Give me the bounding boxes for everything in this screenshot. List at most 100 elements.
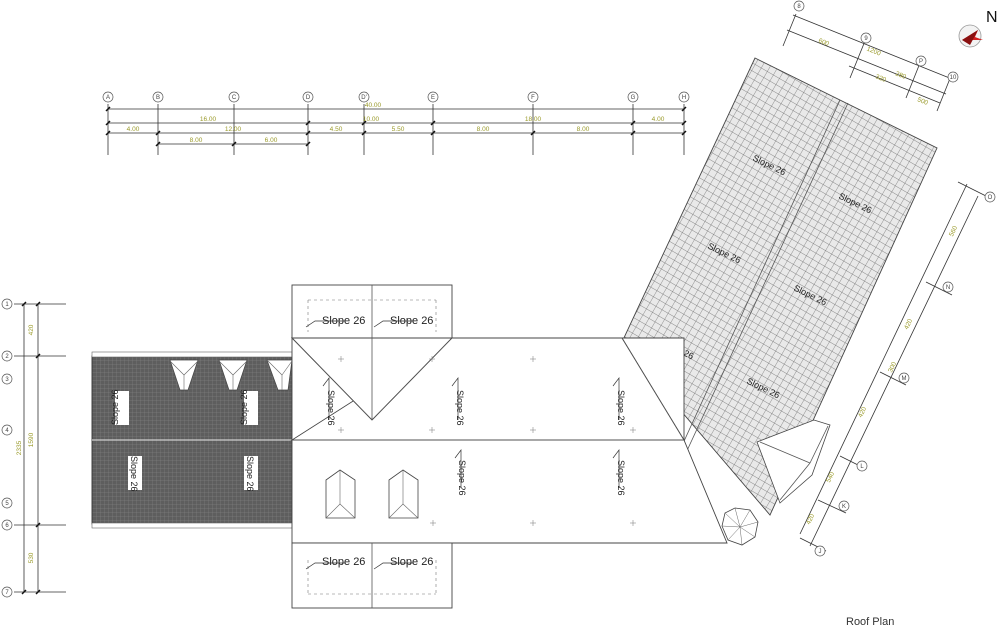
north-arrow-icon: N bbox=[958, 9, 998, 48]
svg-text:K: K bbox=[842, 504, 846, 510]
gridline-1-bubble: 1 bbox=[1, 298, 13, 310]
dim-value: 560 bbox=[948, 225, 959, 238]
gridline-5-bubble: 5 bbox=[1, 497, 13, 509]
dim-value: 8.00 bbox=[477, 126, 490, 133]
svg-text:E: E bbox=[431, 95, 435, 101]
dim-value: 540 bbox=[825, 471, 836, 484]
svg-text:D: D bbox=[306, 95, 311, 101]
slope-label: Slope 26 bbox=[245, 456, 255, 492]
svg-text:M: M bbox=[902, 376, 907, 382]
gridline-k-bubble: K bbox=[838, 500, 850, 512]
svg-text:B: B bbox=[156, 95, 160, 101]
gridline-4-bubble: 4 bbox=[1, 424, 13, 436]
dim-value: 6.00 bbox=[265, 137, 278, 144]
svg-text:C: C bbox=[232, 95, 237, 101]
slope-label: Slope 26 bbox=[239, 389, 249, 425]
dim-value: 420 bbox=[903, 318, 914, 331]
svg-text:10: 10 bbox=[950, 75, 957, 81]
dim-value: 500 bbox=[916, 96, 929, 107]
dim-value: 2335 bbox=[16, 440, 23, 455]
slope-label: Slope 26 bbox=[326, 390, 336, 426]
dim-overall: 40.00 bbox=[365, 102, 382, 109]
gridline-f-bubble: F bbox=[527, 91, 539, 103]
dim-value: 18.00 bbox=[525, 116, 542, 123]
dim-value: 600 bbox=[817, 37, 830, 48]
svg-text:1: 1 bbox=[5, 302, 9, 308]
dim-value: 4.50 bbox=[330, 126, 343, 133]
svg-text:O: O bbox=[988, 195, 993, 201]
dim-value: 420 bbox=[805, 513, 816, 526]
gridline-e-bubble: E bbox=[427, 91, 439, 103]
left-wing-roof: Slope 26 Slope 26 Slope 26 Slope 26 bbox=[91, 351, 293, 529]
top-dimension-chain: A B C D D' E F G H 40.00 16.00 10.00 18.… bbox=[102, 91, 690, 155]
dim-value: 1200 bbox=[866, 46, 882, 58]
dim-value: 16.00 bbox=[200, 116, 217, 123]
gridline-j-bubble: J bbox=[814, 545, 826, 557]
slope-label: Slope 26 bbox=[110, 389, 120, 425]
svg-text:4: 4 bbox=[5, 428, 9, 434]
gridline-a-bubble: A bbox=[102, 91, 114, 103]
diag-right-dimension-chain: O N M L K J 560 420 300 420 540 420 bbox=[799, 181, 996, 557]
dim-value: 420 bbox=[857, 406, 868, 419]
gridline-n-bubble: N bbox=[942, 281, 954, 293]
gridline-10-bubble: 10 bbox=[947, 71, 959, 83]
dim-value: 12.00 bbox=[225, 126, 242, 133]
svg-text:G: G bbox=[631, 95, 636, 101]
dim-value: 10.00 bbox=[363, 116, 380, 123]
gridline-6-bubble: 6 bbox=[1, 519, 13, 531]
gridline-b-bubble: B bbox=[152, 91, 164, 103]
svg-text:J: J bbox=[819, 549, 822, 555]
diag-top-dimension-chain: 8 9 P 10 600 1200 320 280 500 bbox=[782, 0, 959, 112]
svg-text:P: P bbox=[919, 59, 923, 65]
gridline-2-bubble: 2 bbox=[1, 350, 13, 362]
gridline-d-prime-bubble: D' bbox=[358, 91, 370, 103]
left-dimension-chain: 1 2 3 4 5 6 7 420 2335 1590 530 bbox=[1, 298, 66, 598]
dim-value: 4.00 bbox=[127, 126, 140, 133]
svg-text:L: L bbox=[860, 464, 864, 470]
dim-value: 300 bbox=[887, 361, 898, 374]
gridline-d-bubble: D bbox=[302, 91, 314, 103]
gridline-g-bubble: G bbox=[627, 91, 639, 103]
dim-value: 8.00 bbox=[190, 137, 203, 144]
slope-label: Slope 26 bbox=[616, 390, 626, 426]
svg-text:3: 3 bbox=[5, 377, 9, 383]
gridline-7-bubble: 7 bbox=[1, 586, 13, 598]
slope-label: Slope 26 bbox=[390, 556, 433, 568]
dim-value: 5.50 bbox=[392, 126, 405, 133]
dim-value: 280 bbox=[894, 70, 907, 81]
dim-value: 4.00 bbox=[652, 116, 665, 123]
gridline-9-bubble: 9 bbox=[860, 32, 872, 44]
gridline-p-bubble: P bbox=[915, 55, 927, 67]
gridline-c-bubble: C bbox=[228, 91, 240, 103]
svg-text:8: 8 bbox=[797, 4, 801, 10]
dim-value: 320 bbox=[874, 73, 887, 84]
slope-label: Slope 26 bbox=[129, 456, 139, 492]
svg-text:7: 7 bbox=[5, 590, 9, 596]
slope-label: Slope 26 bbox=[457, 460, 467, 496]
dim-value: 420 bbox=[28, 324, 35, 335]
diagonal-wing-roof: Slope 26 Slope 26 Slope 26 Slope 26 Slop… bbox=[621, 57, 938, 546]
svg-text:H: H bbox=[682, 95, 686, 101]
dim-value: 1590 bbox=[28, 432, 35, 447]
svg-text:D': D' bbox=[361, 95, 366, 101]
slope-label: Slope 26 bbox=[616, 460, 626, 496]
svg-text:F: F bbox=[531, 95, 535, 101]
drawing-caption: Roof Plan bbox=[846, 616, 894, 626]
gridline-h-bubble: H bbox=[678, 91, 690, 103]
gridline-3-bubble: 3 bbox=[1, 373, 13, 385]
central-wing-roof: Slope 26 Slope 26 Slope 26 Slope 26 Slop… bbox=[290, 284, 728, 609]
slope-label: Slope 26 bbox=[455, 390, 465, 426]
dim-value: 530 bbox=[28, 552, 35, 563]
slope-label: Slope 26 bbox=[322, 556, 365, 568]
svg-text:9: 9 bbox=[864, 36, 868, 42]
gridline-8-bubble: 8 bbox=[793, 0, 805, 12]
svg-text:N: N bbox=[946, 285, 950, 291]
gridline-m-bubble: M bbox=[898, 372, 910, 384]
svg-text:A: A bbox=[106, 95, 110, 101]
gridline-o-bubble: O bbox=[984, 191, 996, 203]
svg-text:2: 2 bbox=[5, 354, 9, 360]
svg-text:5: 5 bbox=[5, 501, 9, 507]
north-label: N bbox=[986, 9, 998, 26]
dim-value: 8.00 bbox=[577, 126, 590, 133]
